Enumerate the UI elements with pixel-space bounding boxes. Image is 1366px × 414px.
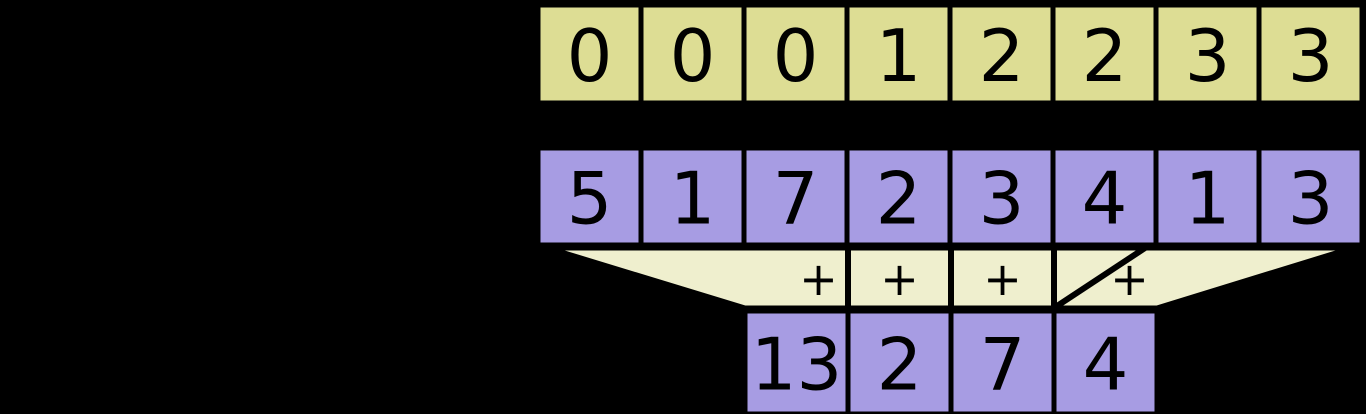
output-value-cell-value: 2	[877, 323, 923, 407]
input-value-cell[interactable]: 2	[844, 145, 953, 248]
input-value-cell-box[interactable]	[947, 145, 1056, 248]
input-value-cell-value: 7	[773, 157, 819, 241]
segment-id-cell[interactable]: 1	[844, 2, 953, 106]
operator-symbol: +	[799, 252, 838, 306]
input-value-cell[interactable]: 1	[638, 145, 747, 248]
input-value-cell-box[interactable]	[638, 145, 747, 248]
segment-id-cell[interactable]: 2	[947, 2, 1056, 106]
segment-id-cell-box[interactable]	[638, 2, 747, 106]
input-value-cell-box[interactable]	[1153, 145, 1262, 248]
output-value-cell-box[interactable]	[742, 308, 851, 414]
segment-id-cell[interactable]: 0	[535, 2, 644, 106]
output-value-cell-value: 7	[980, 323, 1026, 407]
reduction-operator-band: + + + +	[547, 245, 1353, 311]
segment-id-cell-box[interactable]	[1256, 2, 1365, 106]
segment-id-cell[interactable]: 3	[1256, 2, 1365, 106]
input-value-cell[interactable]: 3	[947, 145, 1056, 248]
output-value-cell-value: 4	[1083, 323, 1129, 407]
output-value-cell-box[interactable]	[1051, 308, 1160, 414]
operator-symbol: +	[983, 252, 1022, 306]
input-value-cell-value: 1	[670, 157, 716, 241]
segment-id-cell[interactable]: 2	[1050, 2, 1159, 106]
input-value-cell[interactable]: 5	[535, 145, 644, 248]
segment-id-cell[interactable]: 0	[741, 2, 850, 106]
input-value-cell-value: 1	[1185, 157, 1231, 241]
input-value-cell-value: 2	[876, 157, 922, 241]
operator-symbol: +	[1110, 252, 1149, 306]
segment-id-cell-value: 2	[979, 14, 1025, 98]
input-value-cell[interactable]: 1	[1153, 145, 1262, 248]
input-value-cell-value: 5	[567, 157, 613, 241]
output-value-cell[interactable]: 13	[742, 308, 851, 414]
output-value-cell[interactable]: 2	[845, 308, 954, 414]
segment-id-cell-value: 3	[1185, 14, 1231, 98]
input-value-cell-box[interactable]	[844, 145, 953, 248]
input-value-cell-value: 3	[1288, 157, 1334, 241]
segment-id-cell-value: 0	[567, 14, 613, 98]
input-value-cell[interactable]: 4	[1050, 145, 1159, 248]
input-value-cell[interactable]: 7	[741, 145, 850, 248]
output-value-cell-value: 13	[751, 323, 843, 407]
segment-id-cell-value: 2	[1082, 14, 1128, 98]
input-value-cell-box[interactable]	[1050, 145, 1159, 248]
input-value-cell-value: 3	[979, 157, 1025, 241]
input-value-cell-box[interactable]	[1256, 145, 1365, 248]
segment-id-cell-box[interactable]	[741, 2, 850, 106]
output-value-cell[interactable]: 4	[1051, 308, 1160, 414]
segment-id-cell[interactable]: 0	[638, 2, 747, 106]
input-value-cell-value: 4	[1082, 157, 1128, 241]
segment-id-cell[interactable]: 3	[1153, 2, 1262, 106]
segment-id-cell-box[interactable]	[1050, 2, 1159, 106]
segment-id-cell-value: 0	[773, 14, 819, 98]
segment-id-cell-value: 1	[876, 14, 922, 98]
segment-id-cell-box[interactable]	[947, 2, 1056, 106]
operator-band-diagonal-divider	[1052, 245, 1147, 311]
operator-symbol: +	[880, 252, 919, 306]
output-value-cell[interactable]: 7	[948, 308, 1057, 414]
input-value-cell[interactable]: 3	[1256, 145, 1365, 248]
segment-id-cell-box[interactable]	[1153, 2, 1262, 106]
segment-id-cell-value: 3	[1288, 14, 1334, 98]
segment-id-cell-value: 0	[670, 14, 716, 98]
